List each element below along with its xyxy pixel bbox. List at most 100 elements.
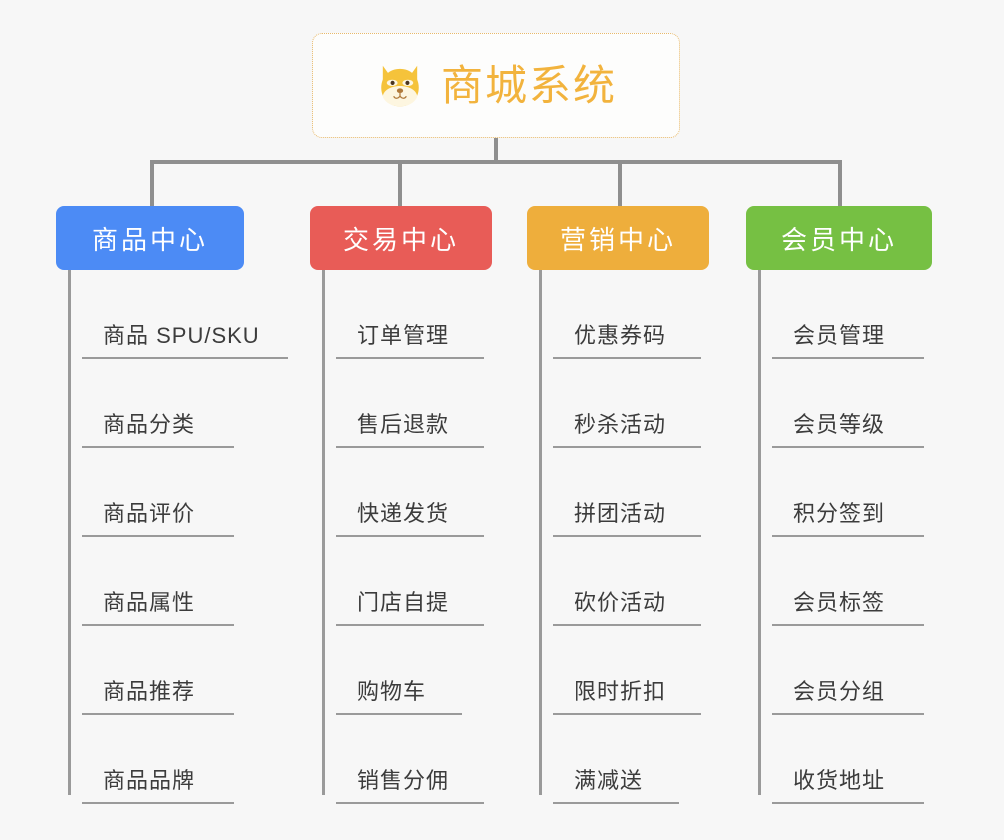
leaf-underline [336,446,484,448]
leaf-label: 限时折扣 [574,678,667,704]
leaf-label: 购物车 [357,678,427,704]
list-item[interactable]: 收货地址 [760,715,932,804]
leaf-underline [772,713,924,715]
leaf-underline [336,802,484,804]
leaf-label: 收货地址 [793,767,886,793]
leaf-underline [772,357,924,359]
leaf-underline [82,802,234,804]
connector-root-stem [494,138,498,164]
branch-column-trade: 交易中心 订单管理 售后退款 快递发货 门店自提 购物车 [310,206,492,804]
list-item[interactable]: 砍价活动 [541,537,709,626]
list-item[interactable]: 商品分类 [70,359,244,448]
list-item[interactable]: 会员分组 [760,626,932,715]
leaf-underline [553,713,701,715]
leaf-label: 满减送 [574,767,644,793]
leaf-underline [772,446,924,448]
leaf-label: 会员等级 [793,411,886,437]
category-label: 交易中心 [342,224,459,255]
list-item[interactable]: 订单管理 [324,270,492,359]
list-item[interactable]: 积分签到 [760,448,932,537]
list-item[interactable]: 商品 SPU/SKU [70,270,288,359]
branch-column-member: 会员中心 会员管理 会员等级 积分签到 会员标签 会员分组 [746,206,932,804]
leaf-label: 商品推荐 [103,678,196,704]
list-item[interactable]: 拼团活动 [541,448,709,537]
leaf-list-member: 会员管理 会员等级 积分签到 会员标签 会员分组 收货地址 [746,270,932,804]
leaf-list-product: 商品 SPU/SKU 商品分类 商品评价 商品属性 商品推荐 商品品牌 [56,270,288,804]
branch-column-product: 商品中心 商品 SPU/SKU 商品分类 商品评价 商品属性 商品推荐 [56,206,288,804]
branch-column-marketing: 营销中心 优惠券码 秒杀活动 拼团活动 砍价活动 限时折扣 [527,206,709,804]
connector-spine-1 [68,270,71,795]
leaf-list-marketing: 优惠券码 秒杀活动 拼团活动 砍价活动 限时折扣 满减送 [527,270,709,804]
leaf-label: 商品分类 [103,411,196,437]
leaf-underline [553,446,701,448]
connector-horizontal-bus [150,160,842,164]
root-node-title: 商城系统 [440,61,617,109]
category-label: 营销中心 [559,224,676,255]
leaf-underline [553,802,679,804]
leaf-underline [772,802,924,804]
leaf-underline [772,535,924,537]
leaf-label: 订单管理 [357,322,450,348]
list-item[interactable]: 门店自提 [324,537,492,626]
leaf-label: 拼团活动 [574,500,667,526]
list-item[interactable]: 快递发货 [324,448,492,537]
leaf-underline [82,535,234,537]
leaf-label: 商品属性 [103,589,196,615]
leaf-underline [336,535,484,537]
category-box-product[interactable]: 商品中心 [56,206,244,270]
leaf-label: 售后退款 [357,411,450,437]
connector-drop-1 [150,160,154,206]
leaf-underline [82,624,234,626]
connector-spine-3 [539,270,542,795]
list-item[interactable]: 商品属性 [70,537,244,626]
leaf-list-trade: 订单管理 售后退款 快递发货 门店自提 购物车 销售分佣 [310,270,492,804]
list-item[interactable]: 满减送 [541,715,709,804]
leaf-label: 会员分组 [793,678,886,704]
leaf-label: 积分签到 [793,500,886,526]
leaf-underline [553,535,701,537]
list-item[interactable]: 优惠券码 [541,270,709,359]
connector-drop-3 [618,160,622,206]
leaf-underline [772,624,924,626]
connector-spine-4 [758,270,761,795]
leaf-underline [336,357,484,359]
leaf-label: 销售分佣 [357,767,450,793]
category-label: 商品中心 [91,224,208,255]
leaf-label: 快递发货 [357,500,450,526]
leaf-label: 商品品牌 [103,767,196,793]
leaf-underline [336,624,484,626]
connector-drop-2 [398,160,402,206]
connector-spine-2 [322,270,325,795]
leaf-label: 会员管理 [793,322,886,348]
list-item[interactable]: 秒杀活动 [541,359,709,448]
list-item[interactable]: 限时折扣 [541,626,709,715]
list-item[interactable]: 商品评价 [70,448,244,537]
leaf-label: 砍价活动 [574,589,667,615]
leaf-label: 优惠券码 [574,322,667,348]
list-item[interactable]: 购物车 [324,626,492,715]
list-item[interactable]: 售后退款 [324,359,492,448]
leaf-label: 会员标签 [793,589,886,615]
leaf-underline [82,713,234,715]
list-item[interactable]: 会员标签 [760,537,932,626]
list-item[interactable]: 商品品牌 [70,715,244,804]
leaf-underline [336,713,462,715]
category-box-member[interactable]: 会员中心 [746,206,932,270]
list-item[interactable]: 会员管理 [760,270,932,359]
leaf-label: 秒杀活动 [574,411,667,437]
list-item[interactable]: 会员等级 [760,359,932,448]
list-item[interactable]: 销售分佣 [324,715,492,804]
leaf-label: 商品 SPU/SKU [103,322,260,348]
shiba-dog-face-icon [381,65,419,106]
list-item[interactable]: 商品推荐 [70,626,244,715]
connector-drop-4 [838,160,842,206]
root-node-mall-system[interactable]: 商城系统 [312,33,680,138]
leaf-underline [553,357,701,359]
leaf-underline [82,446,234,448]
category-box-marketing[interactable]: 营销中心 [527,206,709,270]
leaf-label: 门店自提 [357,589,450,615]
leaf-label: 商品评价 [103,500,196,526]
leaf-underline [553,624,701,626]
category-box-trade[interactable]: 交易中心 [310,206,492,270]
